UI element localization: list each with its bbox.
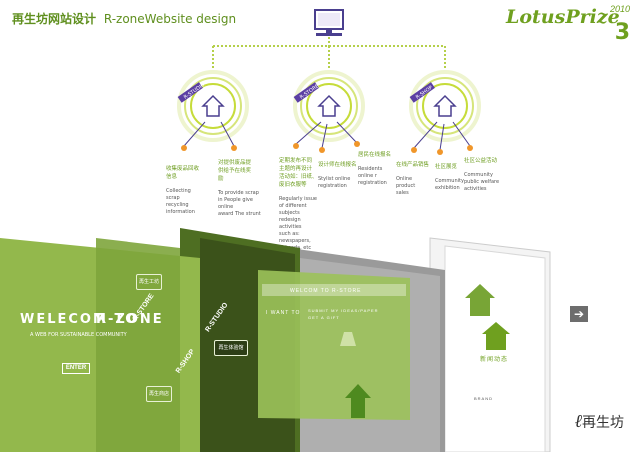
website-mockup-layers: WELECOM TO R-ZONE A WEB FOR SUSTAINABLE …	[0, 218, 640, 452]
rzone-corner-logo: ℓ再生坊	[575, 411, 625, 432]
layer-panel-store	[258, 270, 410, 420]
store-banner-bg	[262, 284, 406, 296]
page-title-zh: 再生坊网站设计	[12, 12, 97, 26]
tagline: A WEB FOR SUSTAINABLE COMMUNITY	[30, 332, 127, 338]
layer-panels	[0, 228, 551, 452]
rstore-gift-link[interactable]: GET A GIFT	[308, 315, 340, 320]
bag-icon	[340, 332, 356, 346]
branch-label-zh: 在线产品销售	[396, 162, 430, 168]
corner-logo-text: 再生坊	[582, 415, 624, 431]
house-badge-icon	[465, 284, 495, 316]
branch-label-en: Community public welfare activities	[464, 172, 500, 192]
branch-label: 在线产品销售 Online product sales	[396, 154, 434, 197]
branch-label-zh: 收集废品回收 信息	[166, 166, 200, 180]
welcome-text: WELECOM TO	[20, 312, 138, 327]
page-title-en: R-zoneWebsite design	[103, 12, 237, 26]
rstore-banner: WELCOM TO R-STORE	[290, 288, 362, 294]
signature-mark: ℓ	[574, 411, 583, 432]
house-badge-icon-2	[482, 322, 510, 350]
branch-label-en: Community exhibition	[435, 178, 464, 191]
lotus-prize-logo: LotusPrize 2010 3	[506, 4, 634, 45]
branch-label: 社区公益活动 Community public welfare activiti…	[464, 150, 508, 193]
bubble-workshop[interactable]: 再生工坊	[136, 274, 162, 290]
arrow-right-icon[interactable]: ➔	[570, 306, 588, 322]
branch-label-en: Collecting scrap recycling information	[166, 188, 195, 215]
branch-label-en: Online product sales	[396, 176, 416, 196]
welcome-rzone: R-ZONE	[96, 312, 164, 327]
branch-label: 定期发布不同 主题的再设计 活动如：旧纸、 废旧衣服等 Regularly is…	[279, 150, 319, 252]
hub-r-studio: R-STUDIO	[177, 70, 249, 151]
branch-label-en: Residents online r registration	[358, 166, 387, 186]
branch-label-zh: 社区展览	[435, 164, 458, 170]
rshop-brand-label: BRAND	[474, 396, 494, 401]
monitor-icon	[314, 9, 344, 36]
up-arrow-icon	[345, 384, 371, 418]
branch-label: 居民在线报名 Residents online r registration	[358, 144, 396, 187]
branch-label-zh: 对提供废品提 供给予在线奖 励	[218, 160, 252, 182]
welcome-line-1: WELECOM TO	[20, 312, 139, 327]
page-number: 3	[614, 20, 630, 45]
rstore-submit-link[interactable]: SUBMIT MY IDEAS/PAPER	[308, 308, 379, 313]
logo-year: 2010	[609, 4, 630, 14]
site-structure-diagram: R-STUDIO R-STORE R-SHOP	[177, 9, 481, 155]
branch-label-en: Stylist online registration	[318, 176, 351, 189]
bubble-shop[interactable]: 再生商店	[146, 386, 172, 402]
rstore-i-want-to: I WANT TO	[266, 310, 301, 316]
branch-label-zh: 社区公益活动	[464, 158, 498, 164]
branch-label-en: To provide scrap in People give online a…	[218, 190, 261, 217]
branch-label: 收集废品回收 信息 Collecting scrap recycling inf…	[166, 158, 208, 216]
studio-badge[interactable]: 再生体验馆	[214, 340, 248, 356]
branch-label: 社区展览 Community exhibition	[435, 156, 465, 192]
branch-label-zh: 居民在线报名	[358, 152, 392, 158]
branch-label: 设计师在线报名 Stylist online registration	[318, 154, 358, 190]
hub-r-store: R-STORE	[293, 70, 365, 153]
hub-r-shop: R-SHOP	[409, 70, 481, 155]
rshop-news-label: 新闻动态	[480, 357, 509, 363]
enter-button[interactable]: ENTER	[62, 363, 90, 374]
branch-label-zh: 设计师在线报名	[318, 162, 357, 168]
layer-panel-welcome-mid	[96, 238, 180, 452]
branch-label: 对提供废品提 供给予在线奖 励 To provide scrap in Peop…	[218, 152, 264, 218]
branch-label-zh: 定期发布不同 主题的再设计 活动如：旧纸、 废旧衣服等	[279, 158, 318, 188]
page-title: 再生坊网站设计 R-zoneWebsite design	[12, 10, 236, 27]
logo-brand: LotusPrize	[506, 6, 620, 28]
connector-lines	[212, 37, 446, 68]
